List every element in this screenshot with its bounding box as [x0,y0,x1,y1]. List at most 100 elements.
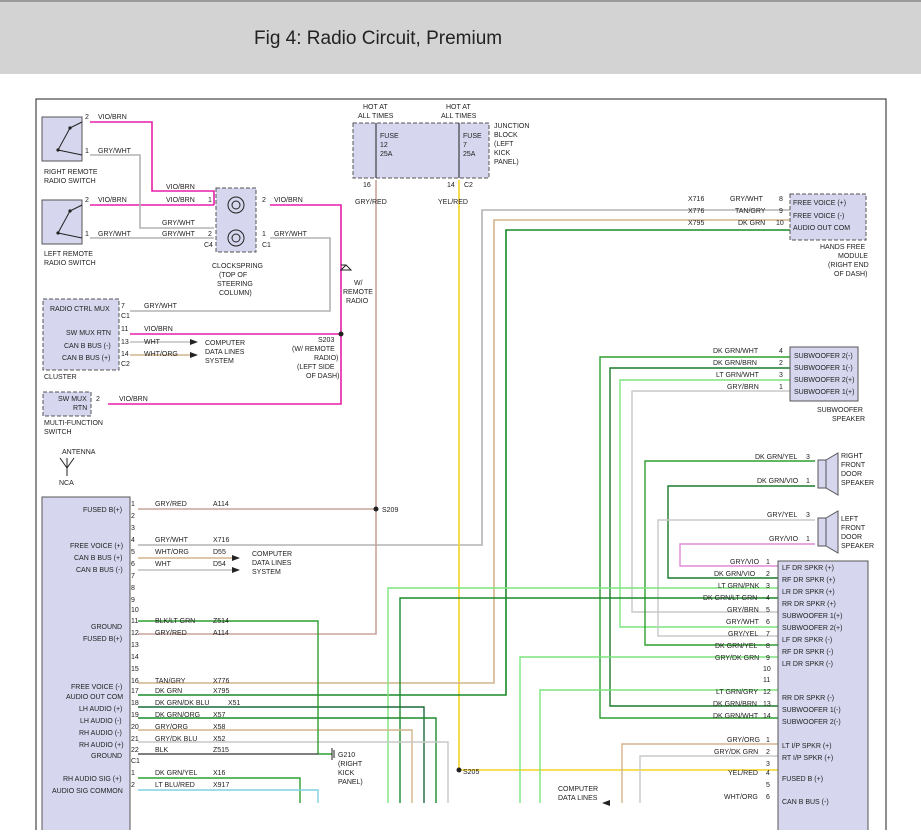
svg-text:COMPUTER: COMPUTER [205,340,245,347]
svg-text:2: 2 [85,197,89,204]
svg-text:RADIO SWITCH: RADIO SWITCH [44,260,96,267]
svg-text:SUBWOOFER 1(+): SUBWOOFER 1(+) [782,613,842,620]
left-front-door-speaker [817,510,839,554]
wire-dk-grn-dk-blu [138,706,425,803]
svg-text:1: 1 [262,231,266,238]
figure-header: Fig 4: Radio Circuit, Premium [0,2,921,74]
svg-text:GRY/DK GRN: GRY/DK GRN [714,749,758,756]
svg-text:11: 11 [131,618,138,625]
svg-text:WHT/ORG: WHT/ORG [724,794,758,801]
wire-gry-org [138,729,413,803]
svg-text:X716: X716 [213,537,229,544]
svg-text:PANEL): PANEL) [494,159,519,166]
svg-text:SYSTEM: SYSTEM [252,569,281,576]
svg-text:FUSED B (+): FUSED B (+) [782,776,823,783]
svg-text:8: 8 [131,585,135,592]
svg-text:LR DR SPKR (-): LR DR SPKR (-) [782,661,833,668]
svg-text:SYSTEM: SYSTEM [205,358,234,365]
svg-text:FREE VOICE (-): FREE VOICE (-) [71,684,122,691]
svg-text:DK GRN/BRN: DK GRN/BRN [713,701,757,708]
svg-text:8: 8 [766,643,770,650]
sub-wire-2 [609,367,790,707]
svg-text:2: 2 [131,782,135,789]
svg-text:C1: C1 [131,758,140,765]
subwoofer-speaker [789,346,859,402]
svg-text:X795: X795 [213,688,229,695]
svg-text:SPEAKER: SPEAKER [832,416,865,423]
svg-text:LEFT REMOTE: LEFT REMOTE [44,251,93,258]
svg-text:RADIO CTRL MUX: RADIO CTRL MUX [50,306,110,313]
svg-text:9: 9 [766,655,770,662]
svg-text:VIO/BRN: VIO/BRN [98,197,127,204]
svg-text:3: 3 [806,512,810,519]
svg-text:TAN/GRY: TAN/GRY [155,678,186,685]
svg-text:GRY/BRN: GRY/BRN [727,607,759,614]
svg-text:GROUND: GROUND [91,624,122,631]
svg-text:FREE VOICE (+): FREE VOICE (+) [70,543,123,550]
svg-text:Z514: Z514 [213,618,229,625]
svg-text:1: 1 [766,737,770,744]
svg-text:CAN B BUS (+): CAN B BUS (+) [62,355,110,362]
svg-text:FREE VOICE (-): FREE VOICE (-) [793,213,844,220]
cluster-module [42,298,120,371]
svg-text:JUNCTION: JUNCTION [494,123,529,130]
svg-text:1: 1 [806,536,810,543]
svg-text:BLK: BLK [155,747,169,754]
lf-door-wire-2 [679,543,815,567]
svg-text:12: 12 [380,142,388,149]
svg-text:FREE VOICE (+): FREE VOICE (+) [793,200,846,207]
svg-text:GRY/YEL: GRY/YEL [728,631,758,638]
svg-text:HOT AT: HOT AT [446,104,471,111]
yel-red-wire [458,180,790,771]
svg-text:1: 1 [806,478,810,485]
svg-text:X52: X52 [213,736,226,743]
svg-text:20: 20 [131,724,139,731]
amp-wire-lt-grn-gry [539,689,790,803]
svg-text:CLUSTER: CLUSTER [44,374,77,381]
sub-wire-4 [631,390,790,613]
svg-text:GRY/ORG: GRY/ORG [727,737,760,744]
sub-wire-1 [599,356,790,719]
svg-text:C1: C1 [262,242,271,249]
svg-text:BLK/LT GRN: BLK/LT GRN [155,618,195,625]
svg-text:(RIGHT: (RIGHT [338,761,363,768]
svg-text:WHT: WHT [155,561,172,568]
svg-text:GRY/RED: GRY/RED [155,630,187,637]
svg-text:AUDIO OUT COM: AUDIO OUT COM [66,694,123,701]
svg-text:TAN/GRY: TAN/GRY [735,208,766,215]
svg-text:A114: A114 [213,501,229,508]
svg-text:7: 7 [766,631,770,638]
svg-text:GRY/WHT: GRY/WHT [162,231,196,238]
ground-icon [331,748,335,760]
svg-text:(TOP OF: (TOP OF [219,272,247,279]
svg-text:C2: C2 [464,182,473,189]
svg-text:2: 2 [262,197,266,204]
svg-text:6: 6 [766,794,770,801]
svg-text:LF DR SPKR (-): LF DR SPKR (-) [782,637,832,644]
svg-text:12: 12 [131,630,139,637]
svg-text:2: 2 [131,513,135,520]
wire-dk-grn-yel [138,777,301,803]
rf-door-wire-1 [644,460,815,646]
clockspring [215,187,257,253]
svg-text:RADIO): RADIO) [314,355,339,362]
svg-text:(LEFT: (LEFT [494,141,514,148]
svg-text:9: 9 [779,208,783,215]
svg-text:HANDS FREE: HANDS FREE [820,244,865,251]
svg-text:VIO/BRN: VIO/BRN [166,197,195,204]
svg-text:(W/ REMOTE: (W/ REMOTE [292,346,335,353]
svg-text:GRY/WHT: GRY/WHT [726,619,760,626]
svg-text:WHT/ORG: WHT/ORG [155,549,189,556]
svg-text:GRY/VIO: GRY/VIO [769,536,799,543]
svg-text:COMPUTER: COMPUTER [252,551,292,558]
amp-wire-gry-org [621,743,790,803]
svg-text:3: 3 [779,372,783,379]
svg-text:14: 14 [131,654,139,661]
svg-text:DK GRN/WHT: DK GRN/WHT [713,713,759,720]
svg-text:AUDIO OUT COM: AUDIO OUT COM [793,225,850,232]
lf-door-wire-1 [657,519,815,637]
svg-text:3: 3 [131,525,135,532]
svg-text:RF DR SPKR (-): RF DR SPKR (-) [782,649,833,656]
svg-text:RR DR SPKR (-): RR DR SPKR (-) [782,695,834,702]
svg-text:DK GRN/LT GRN: DK GRN/LT GRN [703,595,757,602]
